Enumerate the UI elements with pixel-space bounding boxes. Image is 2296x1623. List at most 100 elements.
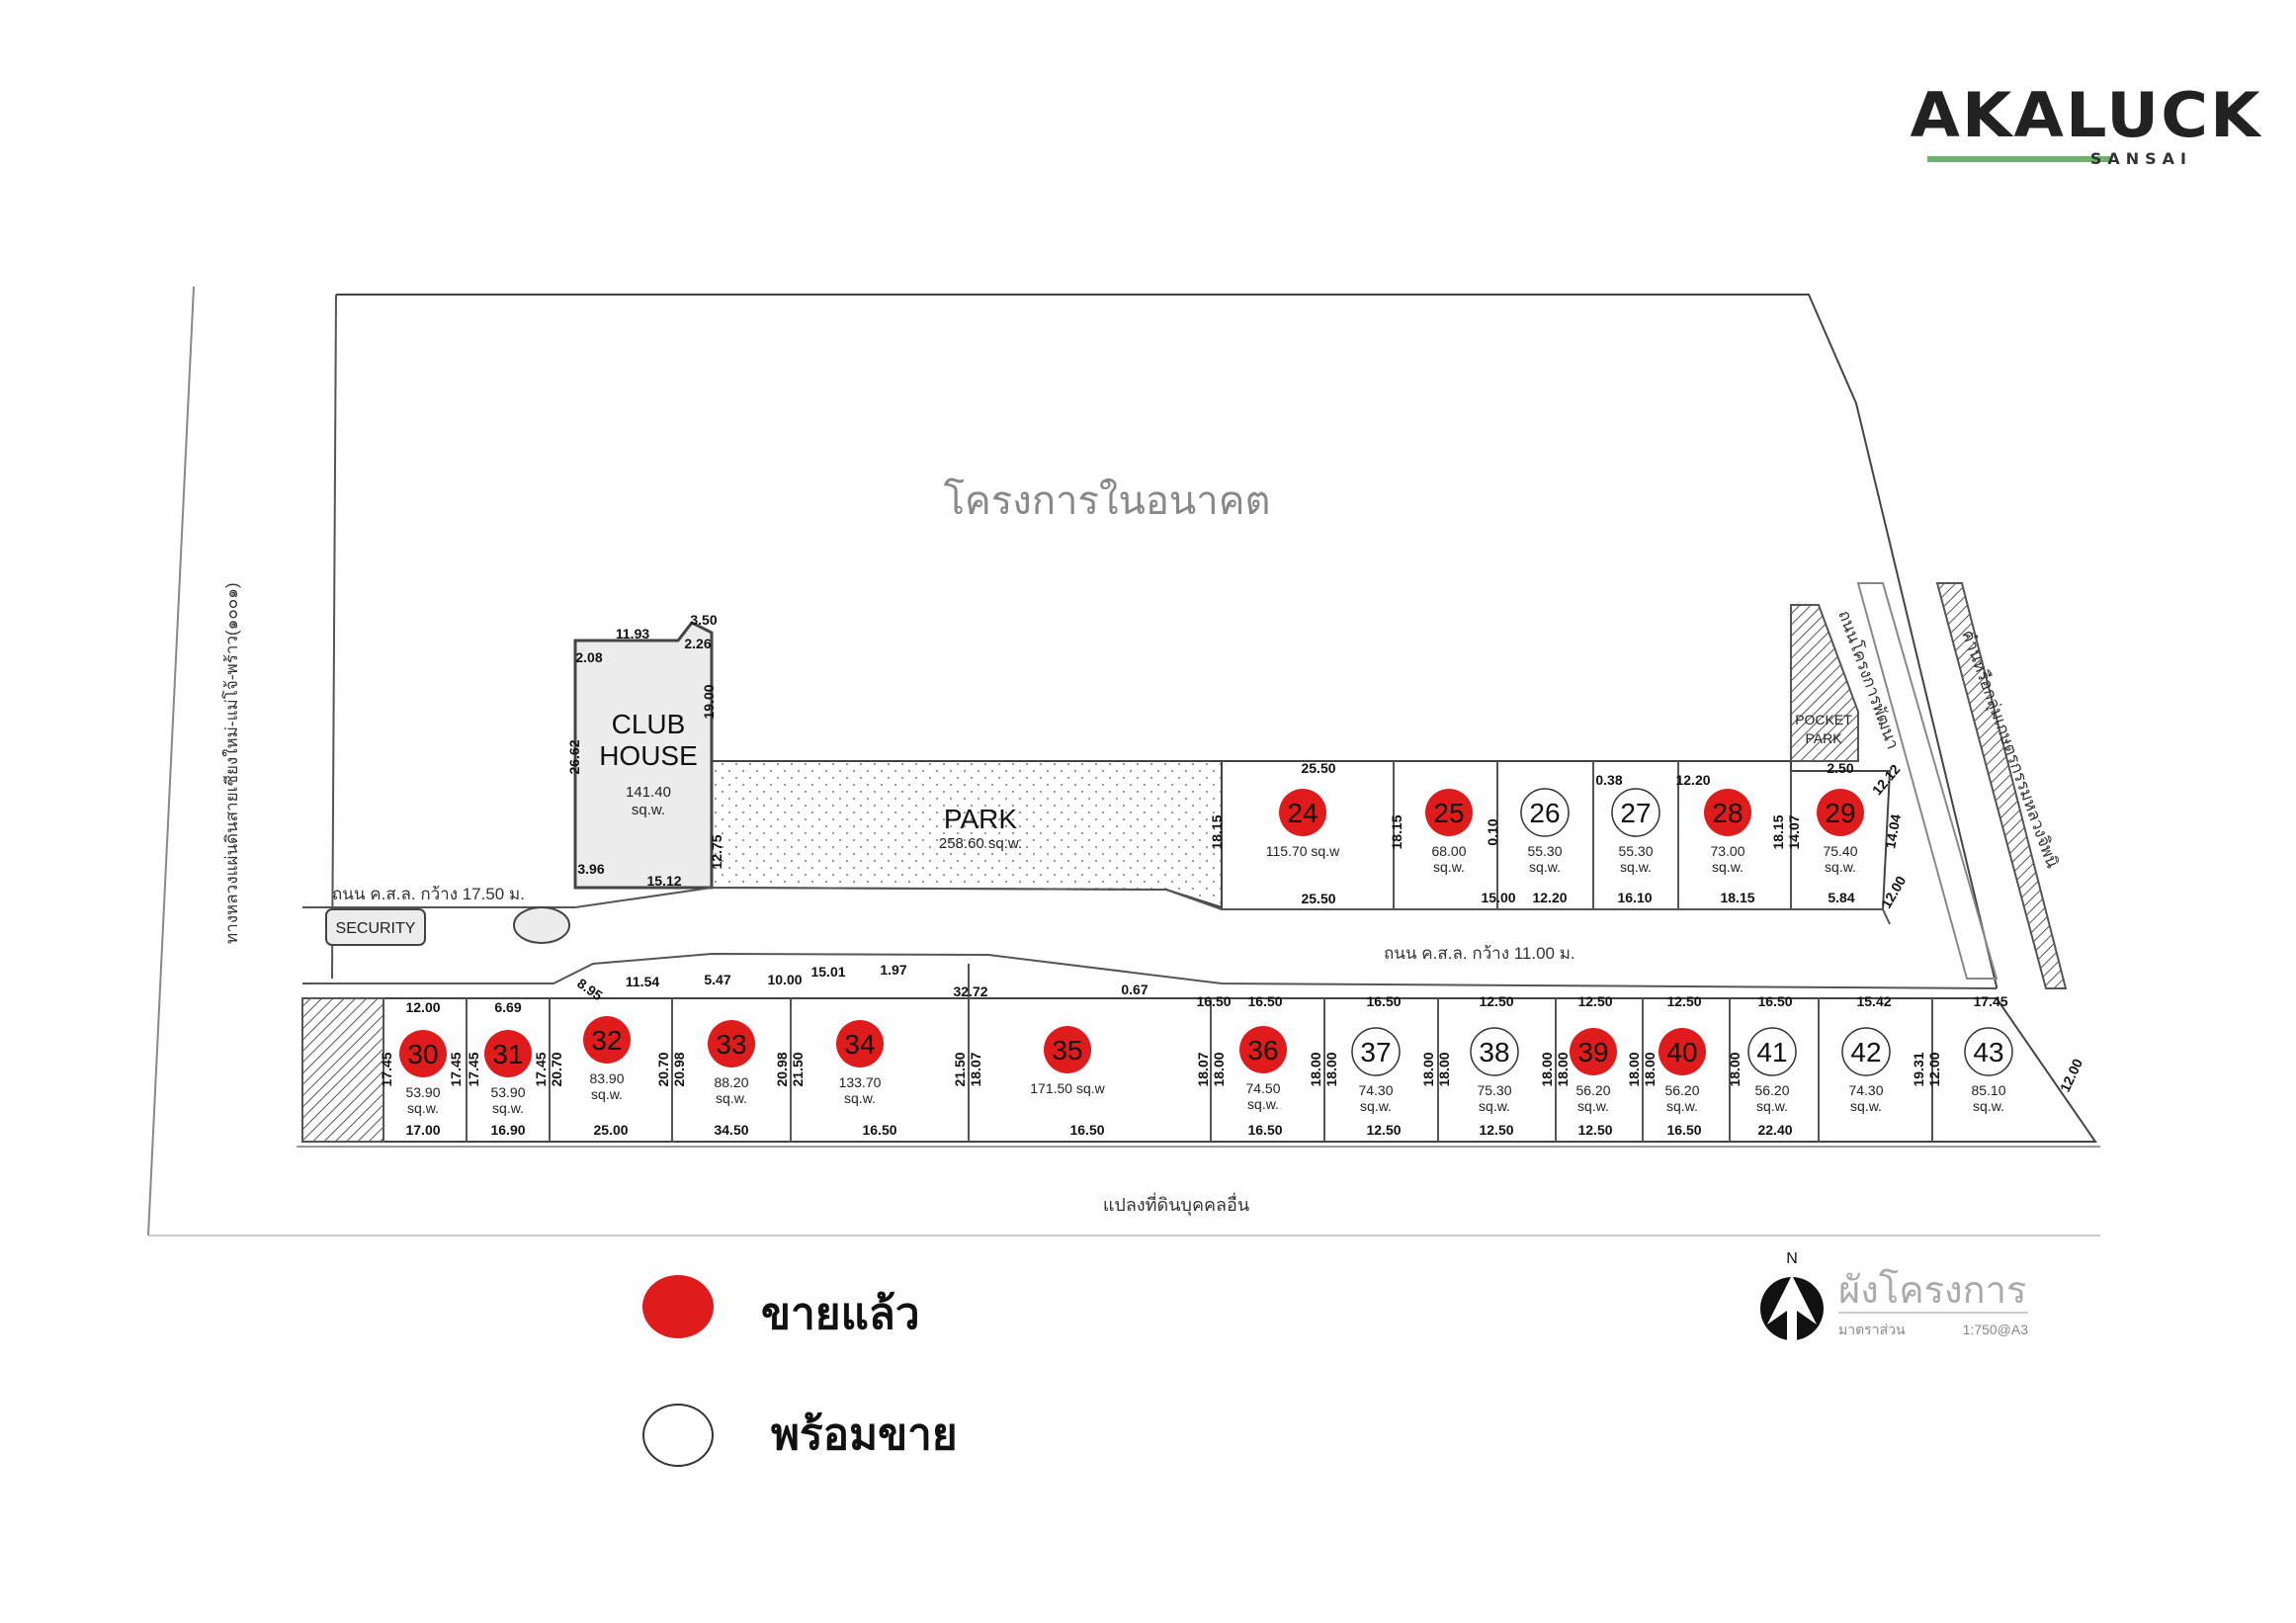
dimension-labels: 11.933.502.262.0819.0026.6212.753.9615.1… <box>379 612 2085 1138</box>
security-booth <box>325 908 426 946</box>
dimension-label: 2.08 <box>575 649 602 665</box>
plot-number: 24 <box>1287 798 1318 828</box>
dimension-label: 12.00 <box>405 999 440 1015</box>
dimension-label: 3.50 <box>690 612 717 628</box>
plot-area: sq.w. <box>844 1090 876 1106</box>
dimension-label: 18.00 <box>1539 1052 1555 1086</box>
sold-marker <box>399 1030 447 1077</box>
sold-marker <box>484 1030 532 1077</box>
road-upper-label: ถนน ค.ส.ล. กว้าง 17.50 ม. <box>332 885 525 903</box>
site-left-edge <box>331 294 337 980</box>
road-lower-label: ถนน ค.ส.ล. กว้าง 11.00 ม. <box>1384 944 1575 963</box>
plan-title: ผังโครงการ <box>1838 1268 2026 1312</box>
dimension-label: 18.15 <box>1389 814 1404 849</box>
pocket-park <box>1790 604 1859 762</box>
dimension-label: 16.50 <box>1069 1122 1104 1138</box>
sold-marker <box>1279 789 1326 836</box>
brand-underline <box>1927 156 2110 162</box>
future-project-label: โครงการในอนาคต <box>944 477 1271 523</box>
plot-number: 27 <box>1620 798 1651 828</box>
dimension-label: 18.00 <box>1211 1052 1227 1086</box>
dimension-label: 5.47 <box>704 972 730 987</box>
plot-area: sq.w. <box>1666 1098 1698 1114</box>
plot-area: sq.w. <box>1433 859 1465 875</box>
plot-area: sq.w. <box>1529 859 1561 875</box>
dimension-label: 26.62 <box>566 739 582 774</box>
sold-marker <box>708 1020 755 1068</box>
dimension-label: 17.45 <box>379 1052 394 1086</box>
future-project-boundary <box>336 294 1998 988</box>
plot-area: sq.w. <box>1850 1098 1882 1114</box>
sold-marker <box>1570 1028 1617 1075</box>
plot-number: 37 <box>1360 1037 1391 1068</box>
dimension-label: 18.07 <box>968 1052 983 1086</box>
dimension-label: 25.50 <box>1301 891 1335 906</box>
dimension-label: 18.15 <box>1770 814 1786 849</box>
plot-area: sq.w. <box>1247 1096 1279 1112</box>
available-marker <box>1747 1027 1797 1076</box>
dimension-label: 18.00 <box>1323 1052 1339 1086</box>
north-arrow-block: N ผังโครงการ มาตราส่วน 1:750@A3 <box>1760 1250 2029 1340</box>
plot-area: 85.10 <box>1971 1082 2005 1098</box>
plot-area: 74.30 <box>1848 1082 1883 1098</box>
plot-number: 35 <box>1052 1035 1082 1066</box>
lower-left-hatch <box>301 997 384 1143</box>
dimension-label: 12.00 <box>1926 1052 1942 1086</box>
sold-marker <box>1658 1028 1706 1075</box>
dimension-label: 18.00 <box>1308 1052 1323 1086</box>
clubhouse-title-line1: CLUB <box>612 709 686 739</box>
available-marker <box>1351 1027 1401 1076</box>
dimension-label: 18.00 <box>1436 1052 1452 1086</box>
dimension-label: 12.50 <box>1577 993 1612 1009</box>
dimension-label: 25.00 <box>593 1122 628 1138</box>
plot-area: 133.70 <box>839 1074 882 1090</box>
plot-number: 43 <box>1973 1037 2003 1068</box>
park-title: PARK <box>944 804 1017 834</box>
right-canal-hatch <box>1935 582 2068 989</box>
dimension-label: 17.45 <box>448 1052 464 1086</box>
dimension-label: 18.00 <box>1555 1052 1571 1086</box>
dimension-label: 0.67 <box>1121 982 1148 997</box>
sold-marker <box>1425 789 1473 836</box>
dimension-label: 18.00 <box>1420 1052 1436 1086</box>
sold-marker <box>1704 789 1751 836</box>
dimension-label: 6.69 <box>494 999 521 1015</box>
dimension-label: 0.10 <box>1485 818 1500 845</box>
north-letter: N <box>1786 1250 1798 1267</box>
brand-logo: AKALUCK SANSAI <box>1911 84 2260 169</box>
clubhouse-building <box>573 621 714 890</box>
scale-value: 1:750@A3 <box>1963 1322 2029 1337</box>
plot-number: 25 <box>1433 798 1464 828</box>
plot-number: 39 <box>1577 1037 1608 1068</box>
bottom-neighbor-label: แปลงที่ดินบุคคลอื่น <box>1103 1192 1249 1216</box>
dimension-label: 3.96 <box>577 861 604 877</box>
plot-area: 55.30 <box>1527 843 1562 859</box>
plot-number: 26 <box>1529 798 1560 828</box>
security-label: SECURITY <box>336 920 416 937</box>
dimension-label: 8.95 <box>574 976 606 1004</box>
right-road-strip <box>1856 582 1998 980</box>
dimension-label: 25.50 <box>1301 760 1335 776</box>
